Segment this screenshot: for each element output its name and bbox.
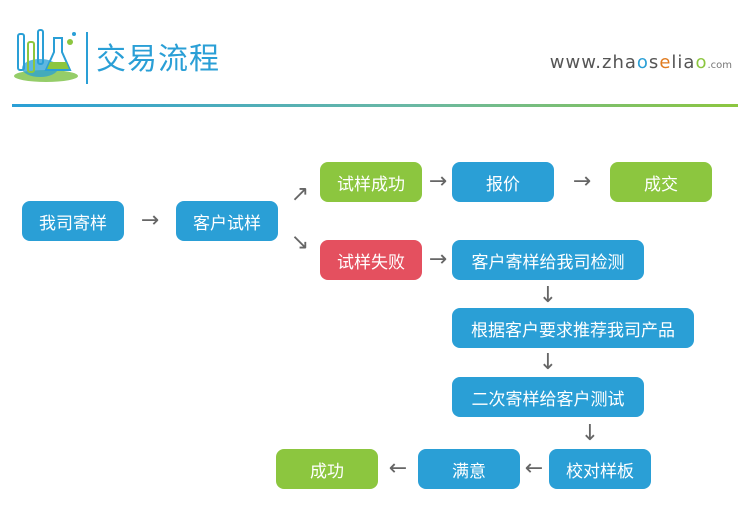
arrow-icon: → [572, 169, 592, 194]
node-customer-send-back: 客户寄样给我司检测 [452, 240, 644, 280]
node-success: 成功 [276, 449, 378, 489]
node-trial-fail: 试样失败 [320, 240, 422, 280]
site-url: www.zhaoseliao.com [549, 52, 732, 73]
node-satisfied: 满意 [418, 449, 520, 489]
node-second-send: 二次寄样给客户测试 [452, 377, 644, 417]
page-title: 交易流程 [96, 42, 220, 77]
node-quote: 报价 [452, 162, 554, 202]
node-trial-success: 试样成功 [320, 162, 422, 202]
arrow-icon: ↘ [290, 230, 310, 255]
arrow-icon: → [428, 247, 448, 272]
node-calibrate: 校对样板 [549, 449, 651, 489]
arrow-icon: ↗ [290, 182, 310, 207]
lab-flasks-icon [10, 28, 82, 86]
arrow-icon: → [428, 169, 448, 194]
node-send-sample: 我司寄样 [22, 201, 124, 241]
arrow-icon: → [140, 208, 160, 233]
node-recommend: 根据客户要求推荐我司产品 [452, 308, 694, 348]
arrow-icon: ↓ [580, 421, 600, 446]
node-customer-trial: 客户试样 [176, 201, 278, 241]
arrow-icon: ↓ [538, 283, 558, 308]
arrow-icon: ↓ [538, 350, 558, 375]
header-rule [12, 104, 738, 107]
header-divider [86, 32, 88, 84]
arrow-icon: ← [524, 456, 544, 481]
node-deal: 成交 [610, 162, 712, 202]
arrow-icon: ← [388, 456, 408, 481]
